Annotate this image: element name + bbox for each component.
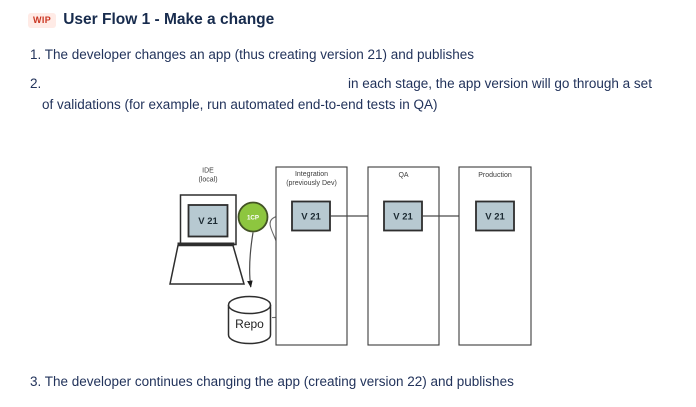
version-label-integration: V 21 <box>301 212 321 223</box>
repo-cylinder-top <box>227 295 272 315</box>
arrow-publish-to-repo <box>247 232 254 288</box>
ide-sublabel: (local) <box>198 177 217 184</box>
version-label-production: V 21 <box>485 212 505 223</box>
step-3-text: 3. The developer continues changing the … <box>30 374 514 389</box>
integration-sublabel: (previously Dev) <box>286 180 337 187</box>
version-box-ide <box>187 204 229 238</box>
stage-column-production <box>458 166 532 346</box>
qa-label: QA <box>398 172 408 179</box>
stage-column-qa <box>367 166 440 346</box>
version-box-integration <box>291 200 331 232</box>
repo-cylinder-body <box>227 305 272 345</box>
version-box-qa <box>383 200 423 232</box>
repo-label: Repo <box>235 317 264 331</box>
version-box-production <box>475 200 515 232</box>
ide-label: IDE <box>202 168 214 175</box>
version-label-qa: V 21 <box>393 212 413 223</box>
page-header: WIP User Flow 1 - Make a change <box>28 11 274 29</box>
publish-circle <box>237 201 269 233</box>
production-label: Production <box>478 172 512 179</box>
page-title: User Flow 1 - Make a change <box>63 11 275 28</box>
step-1-text: 1. The developer changes an app (thus cr… <box>30 47 475 62</box>
stage-column-integration <box>275 166 348 346</box>
laptop-keyboard <box>169 244 245 285</box>
user-flow-diagram: IDE (local) V 21 1CP Repo Integration (p… <box>169 166 532 346</box>
integration-label: Integration <box>295 171 328 178</box>
step-2-number: 2. <box>30 76 42 91</box>
publish-circle-label: 1CP <box>247 215 259 222</box>
version-label-ide: V 21 <box>198 216 218 227</box>
step-2-text-line2: of validations (for example, run automat… <box>42 97 438 112</box>
laptop-hinge <box>177 242 235 246</box>
wip-status-badge: WIP <box>28 12 57 28</box>
step-2-text-line1: in each stage, the app version will go t… <box>348 76 652 91</box>
